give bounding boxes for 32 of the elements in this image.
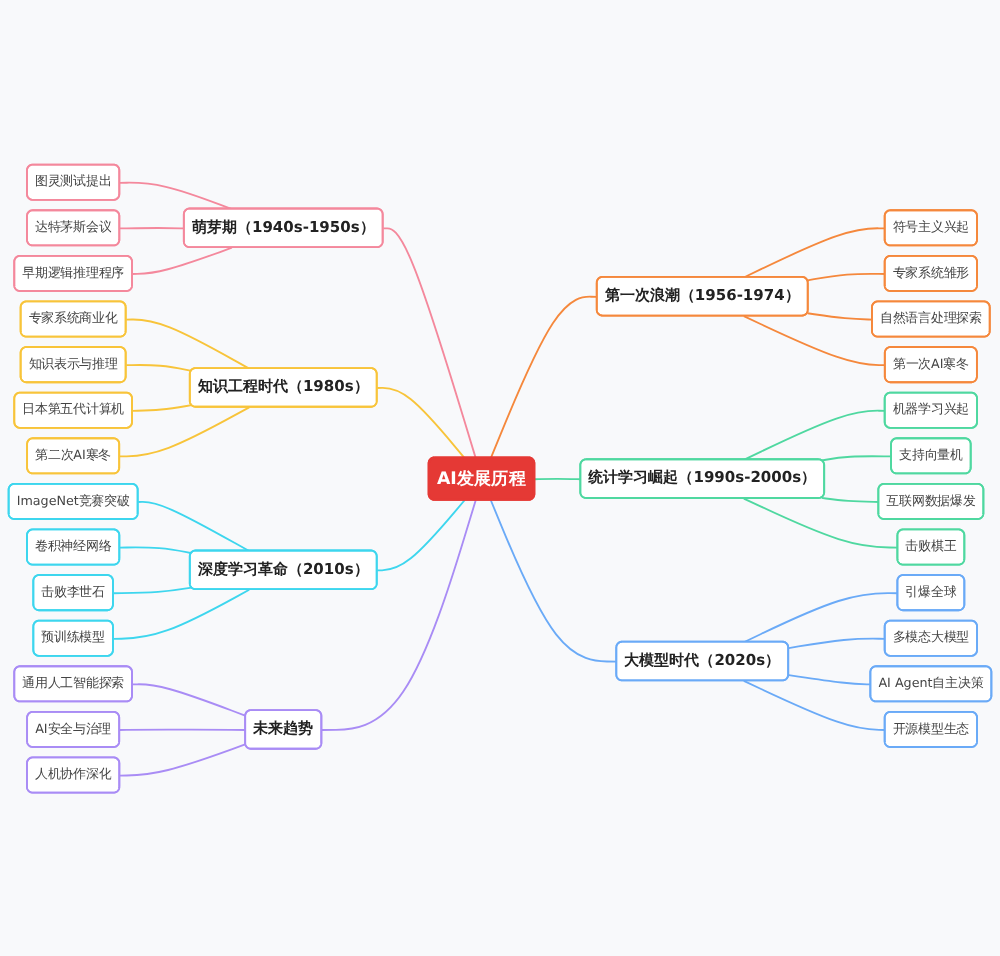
connector [131, 246, 233, 275]
connector [742, 497, 899, 548]
connector [742, 409, 887, 461]
connector [321, 498, 477, 731]
connector [376, 498, 466, 571]
connector [118, 728, 247, 731]
connector [131, 682, 247, 717]
connector [137, 500, 251, 552]
connector [742, 679, 887, 731]
connector [489, 295, 599, 459]
connector [820, 454, 893, 461]
connector [376, 386, 466, 459]
connector [125, 363, 193, 372]
connector [118, 545, 193, 554]
connector [489, 498, 618, 662]
connector [112, 588, 251, 640]
connector [820, 496, 880, 503]
connector [787, 637, 887, 649]
connector [125, 317, 251, 369]
connector [742, 226, 887, 278]
connector [742, 591, 899, 643]
connector [806, 272, 887, 281]
connector [382, 226, 477, 459]
connector [118, 742, 247, 776]
connector [118, 405, 251, 457]
connector [112, 586, 193, 594]
connector [533, 477, 582, 480]
connector [806, 311, 874, 320]
connector [787, 673, 872, 685]
connector [118, 226, 186, 229]
connector [742, 314, 887, 366]
connector [131, 403, 193, 412]
